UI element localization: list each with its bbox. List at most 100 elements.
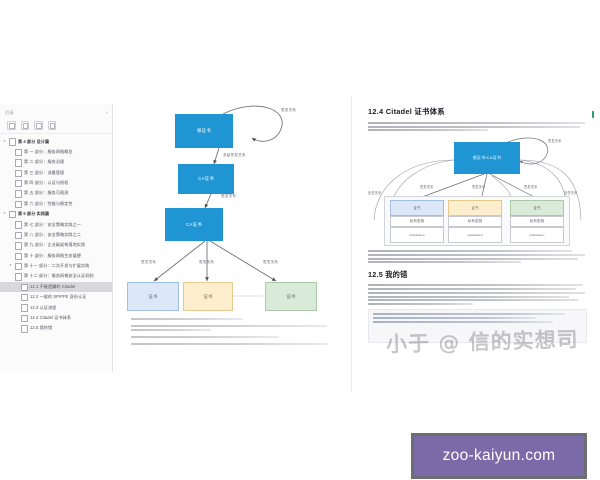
text-line [368, 129, 489, 132]
scroll-position-marker-icon [591, 111, 594, 118]
text-line [368, 122, 585, 124]
center-body-text [131, 318, 331, 347]
outline-item-label: 第 十 部分：服务网格生态展望 [24, 252, 81, 258]
workload-c-cert[interactable]: 证书 [510, 200, 564, 217]
close-icon[interactable]: × [105, 110, 108, 115]
document-icon [9, 138, 16, 146]
outline-item-label: 第 4 部分 设计篇 [18, 138, 50, 144]
text-line [368, 288, 577, 291]
node-root-cert[interactable]: 根证书 [175, 114, 233, 148]
chevron-down-icon[interactable]: ▾ [3, 211, 6, 216]
center-document-panel: 根证书 CA证书 CA证书 证书 证书 证书 签发关系 多级签发关系 签发关系 … [113, 96, 350, 392]
workload-a-file[interactable]: workload-a [390, 227, 444, 244]
outline-item[interactable]: 第 七 部分：安全策略实践之一 [0, 220, 112, 230]
node-ca-cert-2[interactable]: CA证书 [165, 208, 223, 241]
outline-item[interactable]: 第 四 部分：认证与授权 [0, 178, 112, 188]
citadel-certificate-diagram: 根证书/CA证书 签发关系 信任关系 信任关系 签发关系 签发关系 签发关系 签… [368, 134, 586, 247]
text-line [131, 335, 279, 338]
section-heading-12-5: 12.5 我的错 [368, 270, 408, 280]
right-document-panel: 12.4 Citadel 证书体系 [351, 96, 600, 392]
text-line [368, 284, 583, 287]
edge-label-issue-3: 签发关系 [199, 260, 215, 264]
outline-item[interactable]: 第 六 部分：性能与稳定性 [0, 199, 112, 209]
text-line [368, 299, 579, 302]
outline-item[interactable]: 12.3 认证流程 [0, 303, 112, 313]
outline-item[interactable]: 第 十 部分：服务网格生态展望 [0, 251, 112, 261]
document-icon [21, 325, 28, 333]
site-badge[interactable]: zoo-kaiyun.com [411, 433, 587, 479]
sidebar-title: 目录 [5, 109, 14, 115]
outline-item[interactable]: ▾ 第 十一 部分：二次开发与扩展实践 [0, 261, 112, 271]
outline-item[interactable]: 第 一 部分：服务网格概览 [0, 147, 112, 157]
certificate-hierarchy-diagram: 根证书 CA证书 CA证书 证书 证书 证书 签发关系 多级签发关系 签发关系 … [113, 96, 350, 324]
section-12-5-body-text [368, 284, 587, 305]
center-diagram-edges [153, 105, 283, 297]
outline-item[interactable]: ▾ 第 4 部分 设计篇 [0, 137, 112, 147]
outline-item-label: 第 一 部分：服务网格概览 [24, 148, 73, 154]
workload-c-file[interactable]: workload-c [510, 227, 564, 244]
right-edge-label-issue-1: 签发关系 [420, 185, 434, 190]
document-icon [21, 283, 28, 292]
document-icon [15, 273, 22, 281]
document-icon [15, 179, 22, 188]
right-edge-label-issue-2: 签发关系 [472, 185, 486, 190]
text-line [368, 295, 570, 298]
edge-label-issue-1: 签发关系 [221, 194, 237, 198]
bookmark-tool-icon[interactable] [47, 121, 56, 130]
node-leaf-cert-2[interactable]: 证书 [183, 282, 233, 311]
outline-item[interactable]: 12.2 一般的 SPIFFE 身份认证 [0, 292, 112, 302]
sidebar-header: 目录 × [0, 104, 112, 119]
workload-a-key[interactable]: 私有密钥 [390, 216, 444, 228]
outline-item[interactable]: 第 九 部分：企业级架构落地实践 [0, 240, 112, 250]
right-node-root-ca[interactable]: 根证书/CA证书 [454, 142, 520, 175]
outline-item-label: 第 七 部分：安全策略实践之一 [24, 221, 81, 227]
outline-tree: ▾ 第 4 部分 设计篇第 一 部分：服务网格概览第 二 部分：服务治理第 三 部… [0, 134, 112, 334]
code-block [368, 308, 587, 343]
section-heading-12-4: 12.4 Citadel 证书体系 [368, 107, 445, 116]
outline-item-label: 第 5 部分 实践篇 [18, 211, 50, 217]
chevron-down-icon[interactable]: ▾ [9, 263, 12, 268]
outline-item-label: 第 五 部分：服务可观测 [24, 190, 69, 196]
workload-c-key[interactable]: 私有密钥 [510, 216, 564, 228]
node-leaf-cert-3[interactable]: 证书 [265, 282, 317, 311]
right-edge-label-trust-right: 信任关系 [564, 191, 578, 196]
edge-label-issue-2: 签发关系 [141, 260, 157, 264]
outline-item[interactable]: 第 八 部分：安全策略实践之二 [0, 230, 112, 240]
outline-item[interactable]: 12.5 我的错 [0, 323, 112, 333]
outline-item[interactable]: 12.1 不能遗漏的 Citadel [0, 281, 112, 293]
document-icon [15, 252, 22, 260]
document-icon [15, 190, 22, 198]
document-icon [15, 262, 22, 271]
expand-all-tool-icon[interactable] [7, 121, 16, 130]
text-line [131, 318, 243, 321]
outline-item[interactable]: 第 二 部分：服务治理 [0, 157, 112, 167]
outline-item-label: 12.2 一般的 SPIFFE 身份认证 [30, 294, 87, 300]
node-leaf-cert-1[interactable]: 证书 [127, 282, 179, 311]
text-line [368, 302, 474, 305]
collapse-all-tool-icon[interactable] [20, 121, 29, 130]
document-icon [15, 221, 22, 229]
workload-b-file[interactable]: workload-b [448, 227, 502, 244]
outline-item[interactable]: 第 三 部分：流量管理 [0, 168, 112, 178]
outline-item-label: 第 二 部分：服务治理 [24, 159, 65, 165]
outline-item-label: 第 十二 部分：服务网格安全认证机制 [24, 273, 94, 279]
outline-item-label: 第 十一 部分：二次开发与扩展实践 [24, 263, 90, 269]
right-edge-label-self-loop: 签发关系 [548, 139, 562, 144]
workload-a-cert[interactable]: 证书 [390, 200, 444, 217]
outline-item-label: 第 六 部分：性能与稳定性 [24, 200, 73, 206]
chevron-down-icon[interactable]: ▾ [3, 138, 6, 143]
workload-b-key[interactable]: 私有密钥 [448, 216, 502, 228]
node-ca-cert-1[interactable]: CA证书 [178, 164, 234, 194]
outline-item[interactable]: ▾ 第 5 部分 实践篇 [0, 209, 112, 219]
document-icon [15, 242, 22, 250]
outline-item[interactable]: 12.4 Citadel 证书体系 [0, 313, 112, 323]
sync-outline-tool-icon[interactable] [34, 121, 43, 130]
outline-item[interactable]: 第 五 部分：服务可观测 [0, 188, 112, 198]
document-icon [15, 169, 22, 177]
outline-item[interactable]: 第 十二 部分：服务网格安全认证机制 [0, 271, 112, 281]
outline-item-label: 12.4 Citadel 证书体系 [30, 314, 72, 320]
text-line [368, 125, 581, 128]
workload-b-cert[interactable]: 证书 [448, 200, 502, 217]
outline-item-label: 第 四 部分：认证与授权 [24, 180, 69, 186]
outline-item-label: 12.3 认证流程 [30, 304, 57, 310]
